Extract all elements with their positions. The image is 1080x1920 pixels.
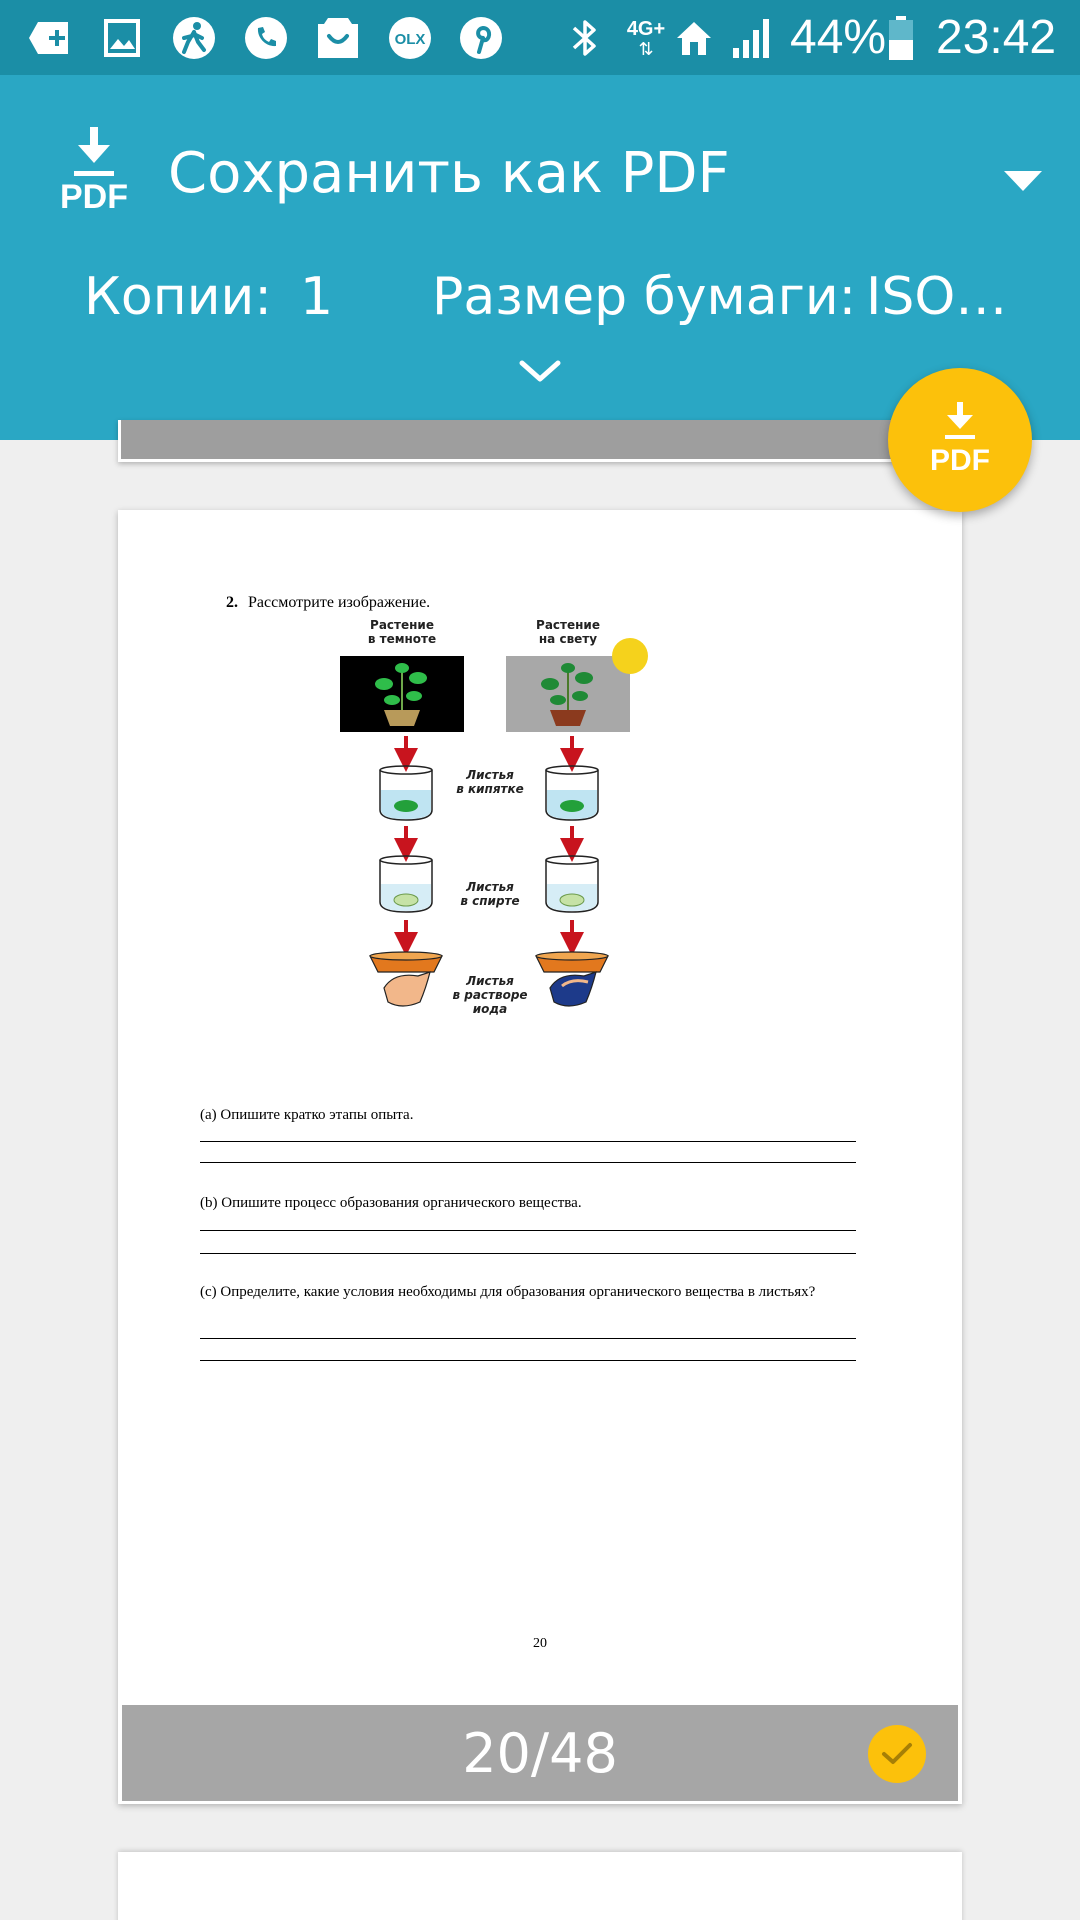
shopping-bag-icon (316, 16, 360, 60)
previous-page-preview[interactable] (118, 420, 962, 462)
page-selection-bar[interactable]: 20/48 (122, 1705, 958, 1801)
phone-icon (244, 16, 288, 60)
home-icon (674, 16, 714, 60)
task-c: (c) Определите, какие условия необходимы… (200, 1284, 816, 1300)
plant-in-light-image (506, 638, 648, 732)
task-b: (b) Опишите процесс образования органиче… (200, 1195, 582, 1211)
answer-line (200, 1162, 856, 1163)
question-title: 2. Рассмотрите изображение. (226, 594, 430, 612)
task-a: (a) Опишите кратко этапы опыта. (200, 1107, 414, 1123)
page-number: 20 (533, 1636, 547, 1651)
download-icon (74, 127, 114, 176)
printer-icon-label: PDF (60, 178, 128, 216)
beaker-boiling-right (545, 765, 599, 821)
print-options-header: PDF Сохранить как PDF Копии: 1 Размер бу… (0, 75, 1080, 440)
printer-icon[interactable]: PDF (56, 127, 132, 227)
beaker-boiling-left (379, 765, 433, 821)
save-pdf-button[interactable]: PDF (888, 368, 1032, 512)
beaker-alcohol-left (379, 855, 433, 913)
signal-icon (730, 16, 776, 60)
question-number: 2. (226, 594, 238, 611)
page-selected-check-icon[interactable] (868, 1725, 926, 1783)
gallery-icon (102, 16, 142, 60)
answer-line (200, 1360, 856, 1361)
save-pdf-button-label: PDF (930, 444, 990, 477)
add-icon (26, 16, 74, 60)
copies-label: Копии: (84, 267, 272, 327)
olx-icon: OLX (386, 16, 434, 60)
clock: 23:42 (936, 11, 1057, 64)
next-page-preview[interactable] (118, 1852, 962, 1920)
page-preview[interactable]: 2. Рассмотрите изображение. (118, 510, 962, 1804)
network-type-indicator: 4G+ ⇅ (624, 16, 668, 60)
printer-dropdown-icon[interactable] (1000, 167, 1046, 195)
answer-line (200, 1141, 856, 1142)
label-plant-dark: Растение в темноте (367, 618, 437, 646)
page-counter: 20/48 (462, 1722, 618, 1785)
network-type-label: 4G+ (626, 18, 666, 40)
plant-in-dark-image (340, 656, 464, 732)
pinterest-icon (459, 16, 503, 60)
paper-size-label: Размер бумаги: (432, 267, 857, 327)
answer-line (200, 1338, 856, 1339)
battery-icon (886, 16, 916, 60)
answer-line (200, 1253, 856, 1254)
label-leaves-iodine: Листья в растворе иода (452, 974, 528, 1016)
dish-iodine-left (369, 951, 443, 1007)
bluetooth-icon (568, 16, 602, 60)
printer-selector[interactable]: Сохранить как PDF (168, 141, 730, 206)
expand-options-chevron-icon[interactable] (518, 359, 562, 385)
label-plant-light: Растение на свету (536, 618, 600, 646)
experiment-illustration (340, 638, 648, 1007)
battery-percent: 44% (790, 11, 887, 64)
dish-iodine-right (535, 951, 609, 1007)
fitness-icon (172, 16, 216, 60)
status-bar: OLX 4G+ ⇅ 44% 23:42 (0, 0, 1080, 75)
data-arrows-icon: ⇅ (638, 39, 654, 59)
beaker-alcohol-right (545, 855, 599, 913)
answer-line (200, 1230, 856, 1231)
label-leaves-boiling: Листья в кипятке (456, 768, 524, 796)
label-leaves-alcohol: Листья в спирте (460, 880, 520, 908)
olx-icon-label: OLX (395, 31, 426, 48)
paper-size-value[interactable]: ISO… (866, 267, 1008, 327)
download-icon (945, 402, 975, 439)
question-text: Рассмотрите изображение. (248, 594, 431, 611)
copies-value[interactable]: 1 (300, 267, 334, 327)
